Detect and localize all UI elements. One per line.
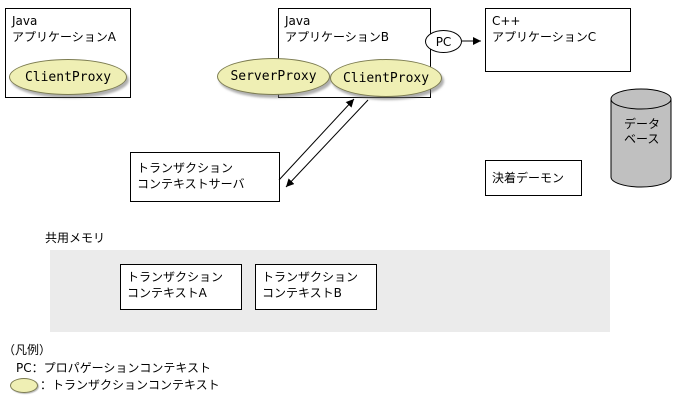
legend-heading: （凡例） [3,343,52,357]
app-b-title-line2: アプリケーションB [285,30,389,44]
app-c-box: C++ アプリケーションC [485,8,631,72]
legend-tx-entry: ：トランザクションコンテキスト [10,377,220,393]
app-b-title-line1: Java [285,14,311,28]
client-proxy-a-ellipse: ClientProxy [9,59,127,95]
tx-context-a-line2: コンテキストA [127,286,207,300]
tx-context-b-line2: コンテキストB [262,286,342,300]
tx-context-server-line2: コンテキストサーバ [137,177,245,191]
tx-context-a-line1: トランザクション [127,270,224,284]
legend-pc-entry: PC：プロパゲーションコンテキスト [16,361,212,375]
settlement-daemon-box: 決着デーモン [485,160,582,196]
app-c-title-line1: C++ [492,14,521,28]
server-proxy-ellipse: ServerProxy [217,58,330,95]
pc-ellipse: PC [425,30,462,53]
legend-tx-entry-text: ：トランザクションコンテキスト [40,378,220,392]
client-proxy-b-ellipse: ClientProxy [330,59,442,97]
settlement-daemon-label: 決着デーモン [492,171,565,185]
database-label-line2: ベース [624,132,660,146]
database-label-line1: データ [624,117,661,131]
app-a-title-line2: アプリケーションA [12,30,116,44]
tx-context-b-line1: トランザクション [262,270,359,284]
tx-context-a-box: トランザクション コンテキストA [120,264,242,310]
proxy-to-server-arrow [285,99,369,188]
tx-context-b-box: トランザクション コンテキストB [255,264,377,310]
pc-ellipse-label: PC [435,34,452,49]
client-proxy-b-label: ClientProxy [342,70,430,86]
shared-memory-label: 共用メモリ [45,231,106,245]
legend-tx-ellipse-icon [10,378,38,393]
database-cylinder [610,88,672,188]
database-label: データ ベース [624,117,660,147]
tx-context-server-line1: トランザクション [137,161,234,175]
app-c-title-line2: アプリケーションC [492,30,597,44]
tx-context-server-box: トランザクション コンテキストサーバ [130,152,280,202]
app-a-title-line1: Java [12,14,38,28]
server-to-proxy-arrow [278,98,355,181]
server-proxy-label: ServerProxy [230,69,317,84]
client-proxy-a-label: ClientProxy [24,69,112,85]
